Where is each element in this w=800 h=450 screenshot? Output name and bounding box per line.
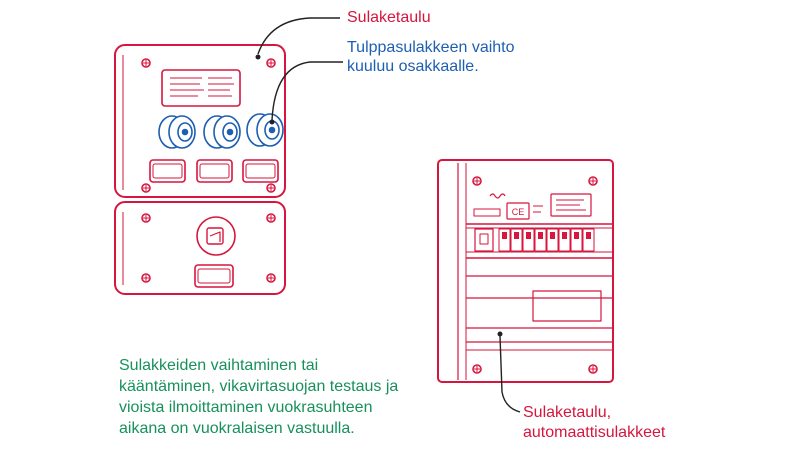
responsibility-note-line2: kääntäminen, vikavirtasuojan testaus ja xyxy=(119,378,399,395)
plug-fuse-icons xyxy=(158,113,284,149)
plug-fuse-label-line1: Tulppasulakkeen vaihto xyxy=(347,39,515,56)
leader-old-panel xyxy=(257,17,340,55)
plug-fuse-icon xyxy=(203,115,241,149)
plug-fuse-label: Tulppasulakkeen vaihto kuuluu osakkaalle… xyxy=(347,38,515,76)
breaker-panel-label-line1: Sulaketaulu, xyxy=(523,404,612,421)
breaker-panel-label-line2: automaattisulakkeet xyxy=(523,424,666,441)
svg-text:CE: CE xyxy=(512,207,525,217)
plug-fuse-label-line2: kuuluu osakkaalle. xyxy=(347,58,479,75)
responsibility-note-line1: Sulakkeiden vaihtaminen tai xyxy=(119,357,319,374)
breaker-panel-label: Sulaketaulu, automaattisulakkeet xyxy=(523,403,665,443)
plug-fuse-icon xyxy=(246,113,284,147)
responsibility-note-line3: vioista ilmoittaminen vuokrasuhteen xyxy=(119,399,373,416)
breaker-panel-icon: CE xyxy=(437,159,614,383)
leader-lines xyxy=(255,17,521,413)
old-panel-label: Sulaketaulu xyxy=(347,9,431,26)
leader-breaker-panel xyxy=(499,335,521,413)
responsibility-note: Sulakkeiden vaihtaminen tai kääntäminen,… xyxy=(119,355,398,439)
plug-fuse-icon xyxy=(158,115,196,149)
leader-plug-fuse xyxy=(271,61,343,121)
old-fuse-box-icon xyxy=(114,44,286,295)
responsibility-note-line4: aikana on vuokralaisen vastuulla. xyxy=(119,420,355,437)
